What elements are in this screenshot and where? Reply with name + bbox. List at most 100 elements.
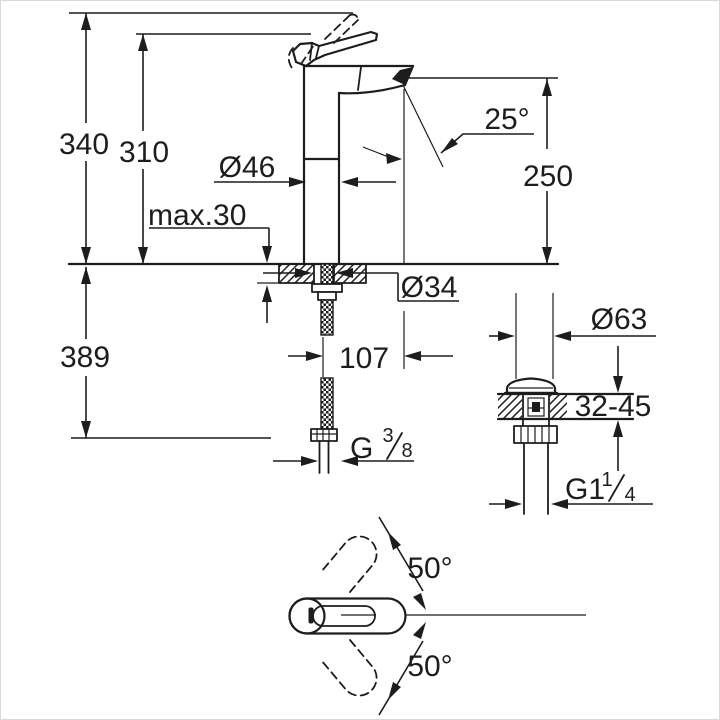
arrow-up-icon	[81, 13, 91, 30]
dim-label-dia63: Ø63	[591, 303, 648, 336]
body-top-circle	[288, 597, 326, 635]
dim-label-50-upper: 50°	[407, 552, 452, 585]
arrow-down-icon	[81, 421, 91, 438]
arrow-right-icon	[498, 331, 515, 341]
spout-underside-curve	[337, 83, 407, 95]
supply-connection-nut	[310, 428, 338, 442]
dim-label-3245: 32-45	[575, 390, 652, 423]
dimension-389: 389	[60, 267, 271, 439]
arrow-angle-icon	[413, 593, 426, 610]
dim-label-310: 310	[119, 136, 169, 169]
arrow-right-icon	[301, 456, 318, 466]
dim-label-389: 389	[60, 341, 110, 374]
dimension-340: 340	[59, 12, 353, 264]
spout-outlet	[392, 67, 413, 85]
spout-inner-line	[357, 66, 362, 91]
dim-label-250: 250	[523, 160, 573, 193]
thread-label-num: 3	[382, 425, 393, 447]
angle-line-lower	[378, 640, 424, 716]
dim-label-25deg: 25°	[484, 103, 529, 136]
arrow-up-icon	[542, 79, 552, 96]
arrow-right-icon	[505, 499, 522, 509]
hose-upper-segment	[320, 299, 334, 336]
dimension-g114: G1 1 4	[489, 469, 653, 509]
dimension-50deg-upper: 50°	[378, 516, 453, 610]
thread-label-g1: G1	[565, 473, 605, 506]
arrow-up-icon	[613, 420, 623, 437]
dim-label-50-lower: 50°	[407, 650, 452, 683]
arrow-right-icon	[386, 153, 402, 164]
dimension-dia34: Ø34	[263, 268, 459, 304]
arrow-down-icon	[262, 246, 272, 263]
arrow-up-icon	[138, 34, 148, 51]
waste-tailpipe	[523, 442, 549, 515]
popup-waste-valve	[496, 377, 635, 515]
dim-label-dia46: Ø46	[219, 151, 276, 184]
thread-label-num: 1	[601, 469, 612, 491]
dimension-50deg-lower: 50°	[378, 622, 453, 716]
arrow-up-icon	[81, 267, 91, 284]
arrow-left-icon	[404, 351, 421, 361]
faucet-body-outline	[302, 64, 415, 266]
waste-valve-view: Ø63 32-45	[489, 293, 656, 515]
thread-label-g: G	[350, 432, 373, 465]
dia34-leader	[351, 272, 459, 302]
thread-label-den: 8	[401, 440, 412, 462]
mounting-washer	[311, 283, 343, 293]
dim-label-dia34: Ø34	[401, 271, 458, 304]
water-stream-line	[402, 84, 444, 168]
arrow-down-icon	[542, 247, 552, 264]
lever-inner-line-1	[309, 42, 313, 61]
handle-swivel-down-dashed	[322, 639, 378, 697]
arrow-up-icon	[262, 285, 272, 302]
dimension-dia63: Ø63	[489, 303, 656, 341]
dim-label-107: 107	[339, 342, 389, 375]
flange-extension-lines	[515, 293, 554, 379]
mounting-nut	[317, 291, 337, 301]
dimension-dia46: Ø46	[214, 151, 396, 187]
dim-label-340: 340	[59, 128, 109, 161]
faucet-plan-view: 50° 50°	[288, 516, 586, 716]
arrow-left-icon	[554, 331, 571, 341]
lever-handle	[287, 13, 379, 69]
threaded-rod-deck	[320, 263, 334, 285]
supply-nut-ribs	[311, 429, 337, 441]
handle-swivel-up-dashed	[322, 535, 378, 593]
dim-label-max30: max.30	[148, 199, 246, 232]
handle-key-mark	[308, 607, 314, 624]
hose-lower-segment	[320, 377, 334, 430]
shank-through-hole	[313, 263, 335, 285]
arrow-angle-icon	[413, 622, 426, 639]
locknut-ribs	[520, 426, 550, 443]
arrow-left-icon	[336, 268, 353, 278]
arrow-right-icon	[306, 351, 323, 361]
lever-raised-base-dash	[300, 44, 315, 65]
arrow-left-icon	[341, 456, 358, 466]
fraction-slash	[386, 432, 403, 460]
dimension-250: 250	[399, 77, 573, 264]
arrow-down-icon	[613, 376, 623, 393]
max30-leader	[149, 227, 270, 246]
lever-raised-edge-2	[333, 19, 359, 44]
faucet-front-view: 340 310 max.30 Ø46 25	[59, 12, 573, 474]
valve-body-sides	[522, 393, 550, 427]
supply-tail-pipe	[318, 440, 330, 474]
angle-line-upper	[378, 516, 424, 592]
dimension-32-45: 32-45	[575, 346, 652, 471]
lever-raised-pivot-dashes	[287, 47, 294, 69]
arrow-left-icon	[341, 177, 358, 187]
arrow-down-icon	[81, 247, 91, 264]
arrow-angle-icon	[388, 532, 401, 550]
basin-hatch-left	[498, 395, 522, 418]
arrow-right-icon	[289, 177, 306, 187]
lever-raised-edge-1	[324, 14, 351, 40]
waste-cap-dome	[505, 377, 557, 395]
rotated-handle-outline	[322, 639, 378, 697]
lever-outline	[291, 30, 379, 68]
thread-label-den: 4	[624, 484, 635, 506]
dimension-max30: max.30	[148, 199, 281, 323]
rotated-handle-outline	[322, 535, 378, 593]
arrow-down-icon	[138, 247, 148, 264]
